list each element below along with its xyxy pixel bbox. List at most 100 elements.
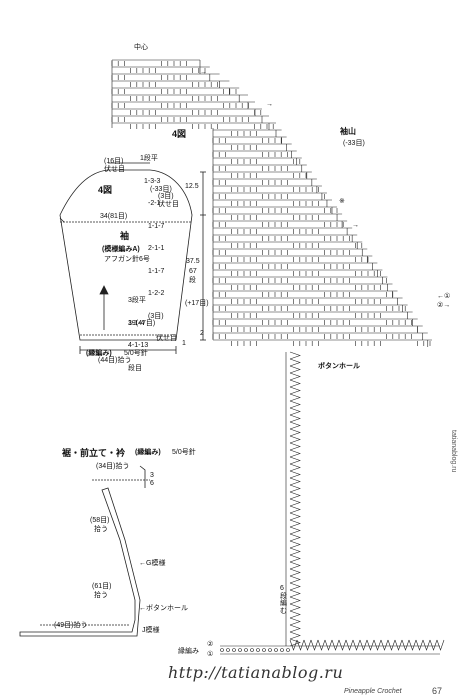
edge-stitch [289, 442, 301, 451]
edge-stitch [289, 582, 301, 591]
edge-stitch [289, 610, 301, 619]
sleeve-inc-rows: 3段平 3-1-4 4-1-13 段目 [128, 282, 148, 387]
edge-stitch [289, 589, 301, 598]
dec-row: 1-1-7 [148, 267, 165, 275]
buttonhole-note: ←ボタンホール [139, 605, 188, 612]
edge-stitch [220, 648, 224, 652]
inc-title: 3段平 [128, 297, 146, 304]
edge-stitch [289, 414, 301, 423]
sleeve-top-stitch: (16目) [104, 158, 124, 165]
dec-row: (3目) [148, 312, 164, 320]
sleeve-dec-rows: 1段平 1-3-3 -2-1 1-1-7 2-1-1 1-1-7 1-2-2 (… [140, 140, 177, 358]
front-left-pickup: (58目) [90, 517, 110, 524]
edge-stitch [289, 498, 301, 507]
sleeve-top-bindoff: 伏せ目 [104, 166, 125, 173]
edge-stitch [289, 435, 301, 444]
dec-row: 1-3-3 [144, 177, 161, 185]
edge-stitch [289, 386, 301, 395]
edge-stitch [296, 639, 305, 651]
page-number: 67 [432, 686, 443, 696]
edge-mark-1: ① [207, 651, 214, 658]
edge-stitch [289, 491, 301, 500]
edge-stitch [373, 639, 382, 651]
edge-stitch [289, 540, 301, 549]
figure-label: 4図 [172, 129, 187, 139]
edge-stitch [289, 351, 301, 360]
sleeve-needle: アフガン針6号 [104, 256, 150, 263]
edge-stitch [289, 505, 301, 514]
sleeve-width-top: 34(81目) [100, 213, 128, 220]
center-label: 中心 [134, 44, 148, 51]
edge-stitch [289, 365, 301, 374]
edge-stitch [289, 449, 301, 458]
edge-stitch [289, 477, 301, 486]
edge-stitch [429, 639, 438, 651]
edge-stitch [289, 463, 301, 472]
edge-stitch [289, 617, 301, 626]
inc-row: 3-1-4 [128, 319, 145, 327]
sleeve-cap-label: 袖山 [340, 127, 356, 136]
dec-row: 1-2-2 [148, 290, 165, 297]
sleeve-figure-label: 4図 [98, 185, 113, 195]
edge-stitch [250, 648, 254, 652]
inc-row: 4-1-13 [128, 342, 149, 349]
sleeve-dec-left2: 伏せ目 [158, 201, 179, 208]
edge-stitch [289, 470, 301, 479]
sleeve-cap-count: (-33目) [343, 140, 365, 147]
edge-stitch [352, 639, 361, 651]
edge-stitch [303, 639, 312, 651]
edge-stitch [289, 631, 301, 640]
edge-stitch [289, 575, 301, 584]
front-pattern: (縁編み) [135, 449, 161, 456]
sleeve-cap-grid [111, 59, 432, 347]
sleeve-title: 袖 [120, 231, 130, 241]
edge-stitch [244, 648, 248, 652]
dim-12-5: 12.5 [185, 183, 199, 190]
edge-stitch [338, 639, 347, 651]
front-left-pickup3: (61目) [92, 583, 112, 590]
edge-stitch [422, 639, 431, 651]
sleeve-dec-count: (-33目) [150, 186, 172, 193]
front-needle: 5/0号針 [172, 449, 196, 456]
edge-stitch [262, 648, 266, 652]
edge-label: 縁編み [178, 648, 199, 655]
edge-stitch [289, 603, 301, 612]
inc-row: 段目 [128, 364, 142, 372]
buttonhole-label: ボタンホール [318, 363, 360, 370]
edge-stitch [232, 648, 236, 652]
edge-stitch [289, 407, 301, 416]
edge-mark-2: ② [207, 641, 214, 648]
edge-stitch [289, 428, 301, 437]
dec-note: 伏せ目 [156, 335, 177, 342]
right-marker: ←① [437, 293, 451, 300]
edge-stitch [289, 358, 301, 367]
row-marker-3: ※ [339, 198, 345, 205]
edge-stitch [380, 639, 389, 651]
edge-crochet-chart [220, 351, 445, 655]
edge-stitch [401, 639, 410, 651]
edge-stitch [289, 624, 301, 633]
edge-stitch [289, 596, 301, 605]
front-top-3: 3 [150, 472, 154, 479]
edge-stitch [289, 554, 301, 563]
edge-stitch [289, 400, 301, 409]
sleeve-edge-needle: 5/0号針 [124, 350, 148, 357]
edge-stitch [415, 639, 424, 651]
edge-stitch [286, 648, 290, 652]
edge-stitch [289, 561, 301, 570]
row-marker-1: → [200, 69, 207, 76]
rows-label: 6段編む [280, 585, 287, 615]
edge-stitch [289, 533, 301, 542]
dim-67: 67 [189, 268, 197, 275]
sleeve-inc-total: (+17目) [185, 300, 209, 307]
edge-stitch [317, 639, 326, 651]
edge-stitch [226, 648, 230, 652]
pattern-g: ←G模様 [139, 560, 166, 567]
dim-2: 2 [200, 330, 204, 337]
sleeve-edge-note: (縁編み) [86, 350, 112, 357]
edge-stitch [280, 648, 284, 652]
edge-stitch [274, 648, 278, 652]
sleeve-dec-left: (3目) [158, 193, 174, 200]
edge-stitch [289, 638, 301, 647]
